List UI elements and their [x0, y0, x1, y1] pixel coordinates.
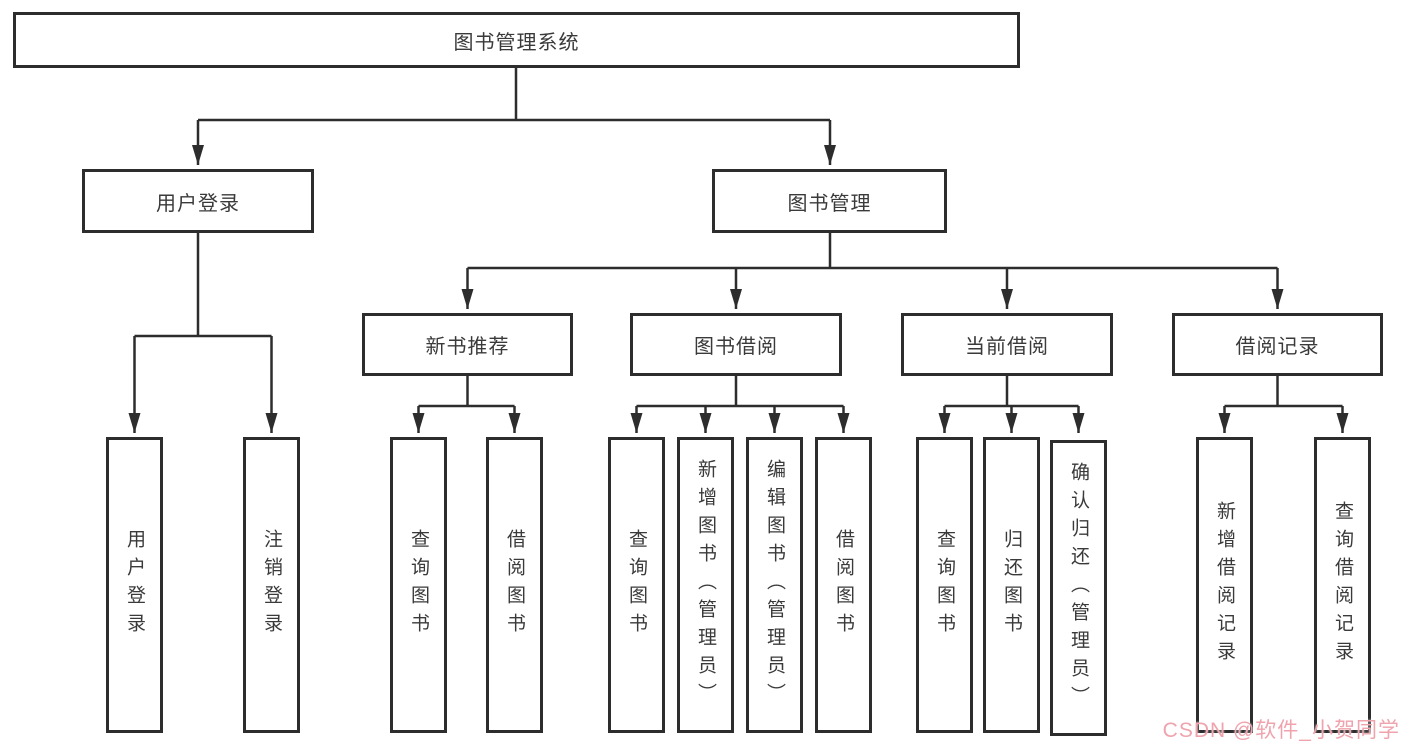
- node-label: 新书推荐: [425, 336, 510, 358]
- node-label: 新增借阅记录: [1214, 501, 1235, 669]
- connector-new-books-to-leaves: [412, 376, 521, 433]
- connector-borrow-records-to-leaves: [1218, 376, 1349, 433]
- node-label: 图书借阅: [694, 336, 778, 358]
- node-label: 编辑图书（管理员）: [764, 459, 785, 711]
- connector-book-mgmt-to-level3: [461, 233, 1284, 309]
- node-label: 用户登录: [124, 529, 145, 641]
- node-current-borrow: 当前借阅: [901, 313, 1113, 376]
- connector-current-borrow-to-leaves: [938, 376, 1085, 433]
- node-leaf-current-query: 查询图书: [916, 437, 973, 733]
- node-label: 注销登录: [261, 529, 282, 641]
- node-leaf-user-login: 用户登录: [106, 437, 163, 733]
- node-root-library-system: 图书管理系统: [13, 12, 1020, 68]
- node-leaf-borrow-edit-admin: 编辑图书（管理员）: [746, 437, 803, 733]
- node-label: 借阅记录: [1235, 336, 1320, 358]
- node-leaf-current-confirm-admin: 确认归还（管理员）: [1050, 440, 1107, 736]
- node-leaf-borrow-borrow: 借阅图书: [815, 437, 872, 733]
- node-label: 用户登录: [156, 192, 240, 215]
- node-leaf-records-query: 查询借阅记录: [1314, 437, 1371, 733]
- node-leaf-logout: 注销登录: [243, 437, 300, 733]
- node-leaf-newbooks-query: 查询图书: [390, 437, 447, 733]
- node-label: 图书管理: [787, 192, 872, 215]
- node-user-login: 用户登录: [82, 169, 314, 233]
- node-label: 图书管理系统: [453, 31, 580, 54]
- node-label: 确认归还（管理员）: [1068, 462, 1089, 714]
- node-leaf-newbooks-borrow: 借阅图书: [486, 437, 543, 733]
- node-borrow-records: 借阅记录: [1172, 313, 1383, 376]
- node-book-mgmt: 图书管理: [712, 169, 947, 233]
- node-leaf-borrow-query: 查询图书: [608, 437, 665, 733]
- node-leaf-borrow-add-admin: 新增图书（管理员）: [677, 437, 734, 733]
- node-leaf-records-add: 新增借阅记录: [1196, 437, 1253, 733]
- node-leaf-current-return: 归还图书: [983, 437, 1040, 733]
- node-label: 新增图书（管理员）: [695, 459, 716, 711]
- node-label: 当前借阅: [965, 336, 1049, 358]
- connector-book-borrow-to-leaves: [630, 376, 850, 433]
- node-label: 查询借阅记录: [1332, 501, 1353, 669]
- node-new-books: 新书推荐: [362, 313, 573, 376]
- node-label: 借阅图书: [504, 529, 525, 641]
- node-book-borrow: 图书借阅: [630, 313, 842, 376]
- node-label: 归还图书: [1001, 529, 1022, 641]
- node-label: 借阅图书: [833, 529, 854, 641]
- node-label: 查询图书: [626, 529, 647, 641]
- connector-user-login-to-leaves: [128, 233, 278, 433]
- node-label: 查询图书: [408, 529, 429, 641]
- node-label: 查询图书: [934, 529, 955, 641]
- connector-root-to-level2: [192, 68, 836, 165]
- csdn-watermark: CSDN @软件_小贺同学: [1162, 719, 1400, 742]
